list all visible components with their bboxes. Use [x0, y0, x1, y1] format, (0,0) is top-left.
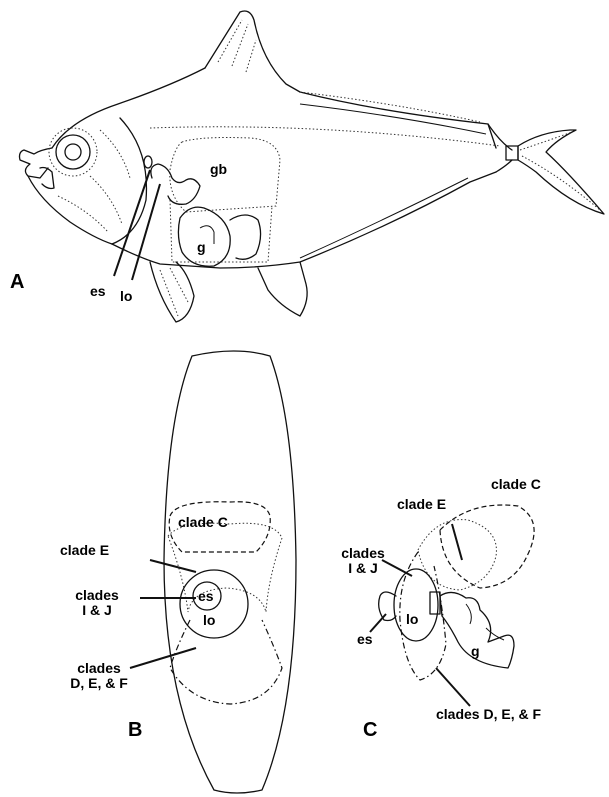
esophagus — [144, 156, 152, 168]
fish-dorsal-outline — [52, 68, 496, 148]
clades-ij-line1-b: clades — [62, 588, 132, 603]
clades-ij-line1-c: clades — [331, 546, 395, 561]
anal-fin — [258, 262, 307, 316]
clade-c-label-c: clade C — [491, 477, 541, 492]
clade-e-leader — [150, 560, 196, 572]
body-cross-section — [164, 351, 296, 793]
dorsal-fin — [205, 11, 300, 92]
caudal-fin-rays — [520, 132, 600, 210]
clades-def-region — [170, 620, 282, 704]
clade-e-label-c: clade E — [397, 497, 446, 512]
fish-eye-outer — [56, 135, 90, 169]
clade-e-leader-c — [452, 524, 462, 560]
fish-operculum — [112, 118, 146, 244]
fish-illustration — [20, 11, 605, 322]
dorsal-fin-rays — [218, 20, 256, 72]
clades-def-leader-c — [436, 668, 470, 706]
clade-c-region-c — [440, 505, 534, 588]
pelvic-fin — [150, 262, 194, 322]
clade-e-region-c — [418, 520, 496, 590]
caudal-base — [506, 146, 518, 160]
clades-ij-line2-c: I & J — [331, 561, 395, 576]
gut-c-fold — [466, 604, 504, 640]
panel-b-illustration — [130, 351, 296, 793]
lo-label-b: lo — [203, 613, 215, 628]
panel-c-letter: C — [363, 720, 377, 740]
gut-label: g — [197, 240, 206, 255]
anal-fin-base — [300, 178, 468, 258]
es-leader-c — [370, 614, 386, 632]
es-label-c: es — [357, 632, 373, 647]
clades-def-label-c: clades D, E, & F — [436, 707, 541, 722]
gut-fold — [230, 215, 261, 259]
gut-label-c: g — [471, 644, 480, 659]
clade-e-label-b: clade E — [60, 543, 109, 558]
lo-label: lo — [120, 289, 132, 304]
fish-snout — [20, 148, 53, 178]
es-leader-line — [114, 170, 150, 276]
caudal-peduncle — [488, 124, 512, 172]
es-label-b: es — [198, 589, 214, 604]
clades-def-line2-b: D, E, & F — [54, 676, 144, 691]
lateral-line — [150, 127, 500, 146]
es-label: es — [90, 284, 106, 299]
panel-c-illustration — [370, 505, 534, 706]
caudal-fin — [518, 130, 604, 214]
panel-b-letter: B — [128, 720, 142, 740]
clades-def-label-b: clades D, E, & F — [54, 661, 144, 691]
pelvic-fin-rays — [160, 268, 188, 316]
clades-ij-label-c: clades I & J — [331, 546, 395, 576]
clades-def-line1-b: clades — [54, 661, 144, 676]
lo-label-c: lo — [406, 612, 418, 627]
clades-ij-line2-b: I & J — [62, 603, 132, 618]
fish-jaw — [28, 168, 112, 245]
clade-c-label-b: clade C — [178, 515, 228, 530]
gut — [178, 207, 230, 266]
panel-a-letter: A — [10, 272, 24, 292]
clades-ij-label-b: clades I & J — [62, 588, 132, 618]
fish-eye-inner — [65, 144, 81, 160]
gb-label: gb — [210, 162, 227, 177]
fish-ventral-outline — [112, 172, 496, 268]
